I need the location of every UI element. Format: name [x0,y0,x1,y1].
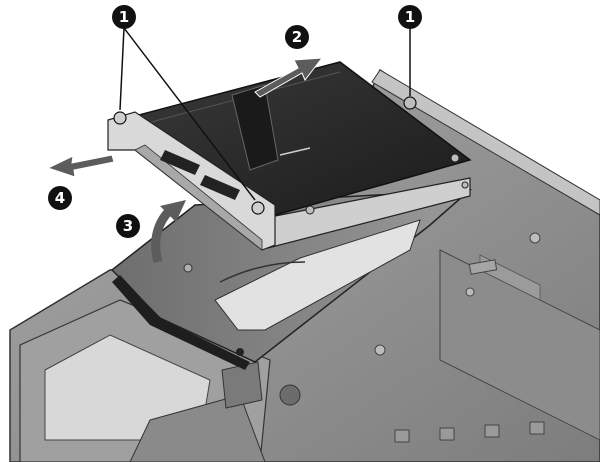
svg-text:1: 1 [119,8,129,26]
callout-1-left: 1 [112,5,136,29]
callout-4: 4 [48,186,72,210]
callout-1-right: 1 [398,5,422,29]
screw-left-bottom [251,201,265,215]
svg-text:3: 3 [123,217,133,235]
callout-3: 3 [116,214,140,238]
arrow-4-pull [46,154,115,178]
hard-drive [107,61,472,251]
svg-text:1: 1 [405,8,415,26]
callout-leader-lines [119,27,411,201]
screw-left-top [113,111,127,125]
svg-text:4: 4 [55,189,65,207]
arrow-3-lift [151,200,186,264]
callout-2: 2 [285,25,309,49]
screw-right [403,96,417,110]
arrow-2-slide [254,57,324,98]
svg-text:2: 2 [292,28,302,46]
hard-drive-bay [110,189,473,370]
